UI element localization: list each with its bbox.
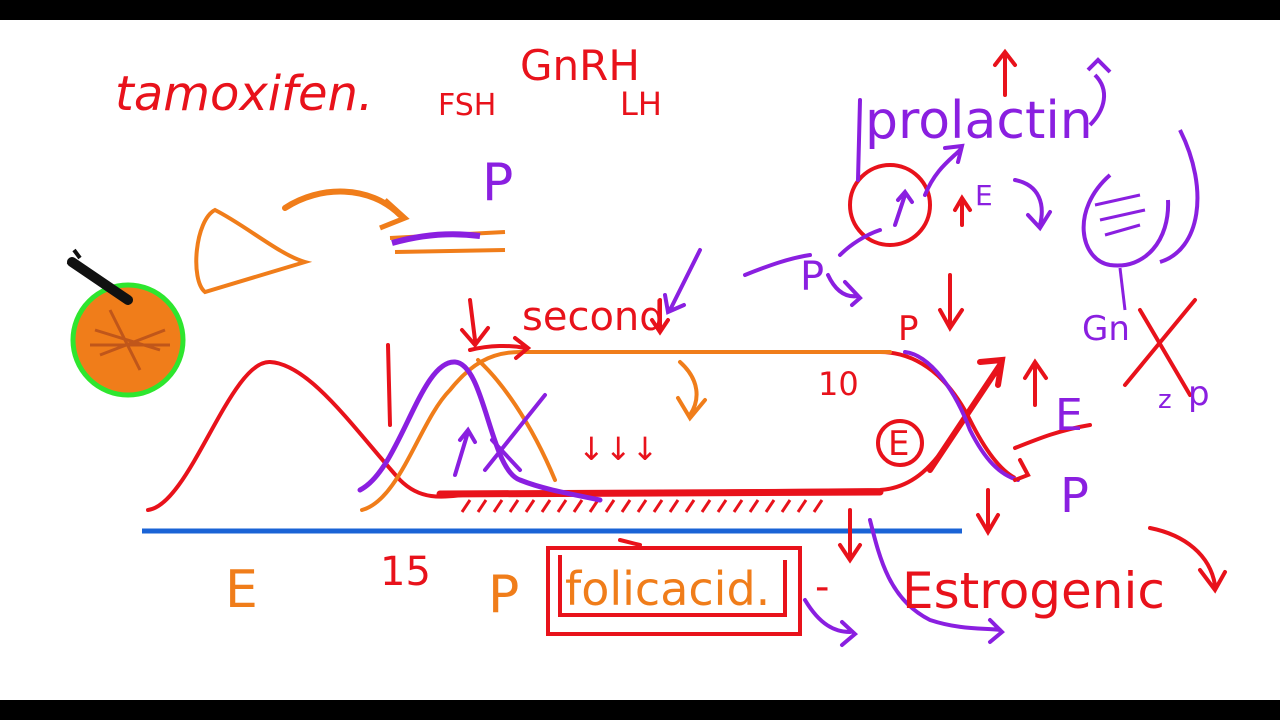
fsh-label: FSH bbox=[438, 88, 496, 123]
orange-cone-sketch-icon bbox=[196, 192, 505, 292]
second-label: second bbox=[522, 294, 665, 340]
orange-down-arrow bbox=[678, 362, 705, 418]
prolactin-label: prolactin bbox=[865, 91, 1093, 151]
e-arrow-label: E bbox=[1055, 390, 1083, 441]
p-near-curve-label: P bbox=[898, 309, 919, 349]
gn-label: Gn bbox=[1082, 309, 1130, 349]
hatching bbox=[462, 500, 822, 512]
p-bottom-label: P bbox=[488, 565, 519, 625]
e-left-label: E bbox=[225, 560, 258, 620]
e-small-label: E bbox=[975, 179, 993, 212]
purple-breast-sketch-icon bbox=[1084, 60, 1198, 310]
red-bottom-arrow bbox=[620, 510, 860, 560]
pituitary-circle bbox=[850, 165, 930, 245]
orange-ovary-sketch-icon bbox=[68, 250, 183, 395]
p-top-label: P bbox=[482, 153, 513, 213]
folic-acid-label: folicacid. bbox=[565, 562, 770, 616]
p-mid-label: P bbox=[800, 254, 824, 300]
red-x-mark bbox=[1125, 300, 1195, 395]
p-small-label: p bbox=[1188, 374, 1210, 414]
z-label: z bbox=[1158, 385, 1172, 415]
estrogen-plateau bbox=[440, 492, 880, 494]
estrogenic-label: Estrogenic bbox=[902, 562, 1165, 620]
dash-label: - bbox=[815, 564, 829, 610]
tamoxifen-label: tamoxifen. bbox=[115, 66, 373, 122]
fifteen-label: 15 bbox=[380, 549, 431, 595]
p-right-label: P bbox=[1060, 468, 1089, 524]
e-circle-label: E bbox=[888, 424, 909, 464]
ten-label: 10 bbox=[818, 365, 859, 403]
purple-p-arrow bbox=[665, 230, 880, 312]
gnrh-label: GnRH bbox=[520, 41, 640, 90]
down-arrows-label: ↓↓↓ bbox=[578, 430, 658, 468]
lh-label: LH bbox=[620, 85, 662, 123]
